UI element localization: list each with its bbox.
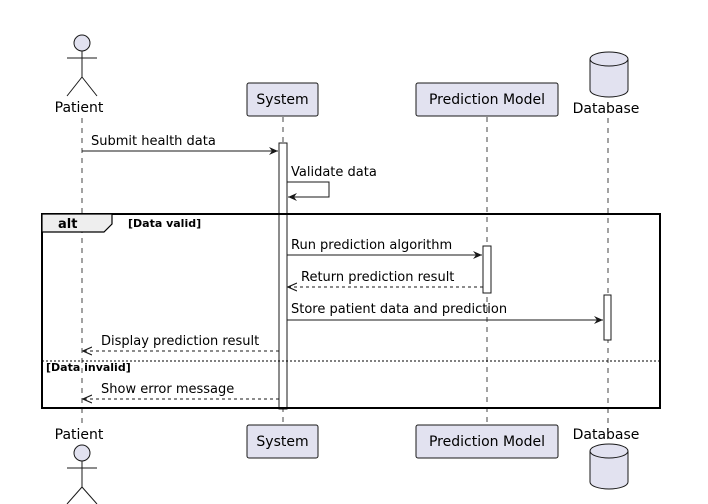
- participant-prediction-model-bottom: Prediction Model: [415, 424, 559, 459]
- message-label: Display prediction result: [101, 334, 259, 349]
- guard-data-valid: [Data valid]: [128, 217, 201, 230]
- participant-label: Database: [573, 427, 640, 443]
- message-store-patient-data: Store patient data and prediction: [287, 302, 603, 324]
- alt-fragment: alt [Data valid] [Data invalid]: [41, 213, 661, 409]
- activation-system: [278, 142, 288, 410]
- participant-label: System: [256, 92, 308, 108]
- participant-label: Patient: [55, 100, 104, 116]
- alt-tab: [41, 213, 113, 233]
- participant-system-top: System: [246, 82, 319, 117]
- message-validate-data: Validate data: [287, 165, 377, 201]
- participant-label: Prediction Model: [429, 434, 545, 450]
- message-label: Return prediction result: [301, 270, 454, 285]
- message-label: Show error message: [101, 382, 234, 397]
- actor-icon: [66, 34, 98, 97]
- participant-label: Database: [573, 101, 640, 117]
- actor-icon: [66, 444, 98, 504]
- participant-patient-top: Patient: [55, 34, 104, 116]
- participant-system-bottom: System: [246, 424, 319, 459]
- message-submit-health-data: Submit health data: [82, 134, 278, 155]
- activation-prediction-model: [482, 245, 492, 294]
- alt-operator-label: alt: [58, 217, 77, 232]
- message-run-prediction-algorithm: Run prediction algorithm: [287, 238, 482, 259]
- guard-data-invalid: [Data invalid]: [46, 361, 131, 374]
- message-label: Validate data: [291, 165, 377, 180]
- participant-label: Patient: [55, 427, 104, 443]
- participant-database-top: Database: [573, 51, 640, 117]
- participant-label: System: [256, 434, 308, 450]
- participant-database-bottom: Database: [573, 427, 640, 490]
- message-label: Store patient data and prediction: [291, 302, 507, 317]
- message-display-prediction-result: Display prediction result: [83, 334, 279, 351]
- activation-database: [603, 294, 612, 341]
- participant-label: Prediction Model: [429, 92, 545, 108]
- participant-patient-bottom: Patient: [55, 427, 104, 504]
- message-show-error-message: Show error message: [83, 382, 279, 399]
- database-icon: [589, 443, 629, 490]
- message-label: Run prediction algorithm: [291, 238, 452, 253]
- database-icon: [589, 51, 629, 98]
- participant-prediction-model-top: Prediction Model: [415, 82, 559, 117]
- message-return-prediction-result: Return prediction result: [288, 270, 483, 287]
- message-label: Submit health data: [91, 134, 216, 149]
